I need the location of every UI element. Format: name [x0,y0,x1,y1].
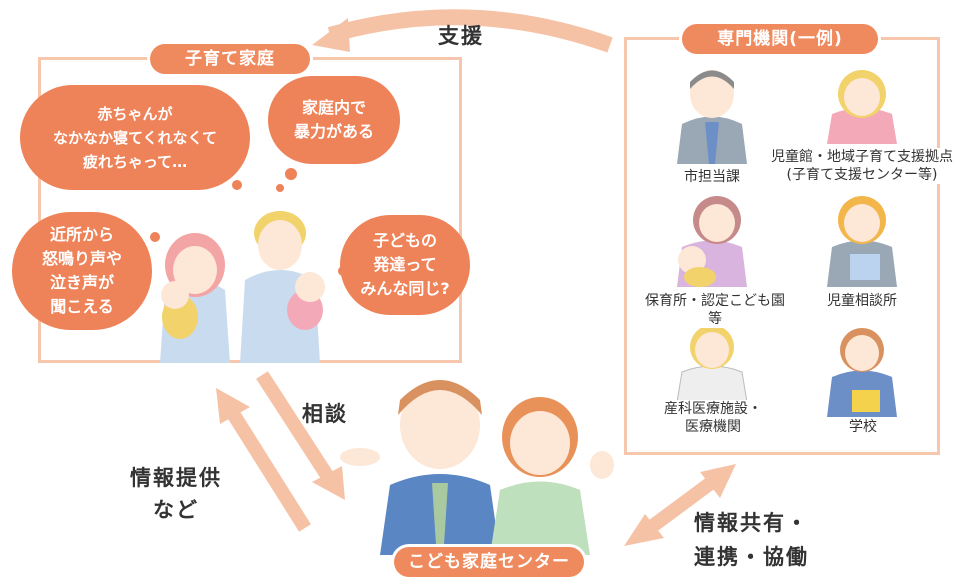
bubble-tail [338,266,348,276]
agencies-title: 専門機関(一例) [682,24,878,54]
agency-person-city [677,70,747,164]
agency-person-school [827,328,897,417]
agency-label-medical: 産科医療施設・ 医療機関 [650,400,776,436]
bubble-tail [232,180,242,190]
agency-label-nursery: 保育所・認定こども園等 [640,292,790,328]
agency-person-nursery [677,196,747,287]
bubble-tail [276,184,284,192]
bubble-tail [285,168,297,180]
agency-label-school: 学校 [836,418,890,436]
bubble-noise: 近所から 怒鳴り声や 泣き声が 聞こえる [12,212,152,330]
share-label: 情報共有・ 連携・協働 [694,511,809,569]
bubble-tired: 赤ちゃんが なかなか寝てくれなくて 疲れちゃって… [20,85,250,190]
family-illustration [160,211,325,363]
bubble-violence: 家庭内で 暴力がある [268,76,400,164]
agency-person-child-guidance [827,196,897,287]
center-title: こども家庭センター [394,547,584,577]
bubble-tail [150,232,160,242]
consult-label: 相談 [302,402,348,426]
support-label: 支援 [438,24,484,48]
family-title: 子育て家庭 [150,44,310,74]
bubble-development: 子どもの 発達って みんな同じ? [340,215,470,315]
info-label: 情報提供 など [130,466,222,522]
agency-label-child-guidance: 児童相談所 [810,292,914,310]
center-staff-illustration [340,380,614,555]
agency-label-city: 市担当課 [662,168,762,186]
agency-person-childcare-hub [827,70,897,144]
agency-label-childcare-hub: 児童館・地域子育て支援拠点 (子育て支援センター等) [770,148,954,184]
agency-person-medical [676,325,748,402]
